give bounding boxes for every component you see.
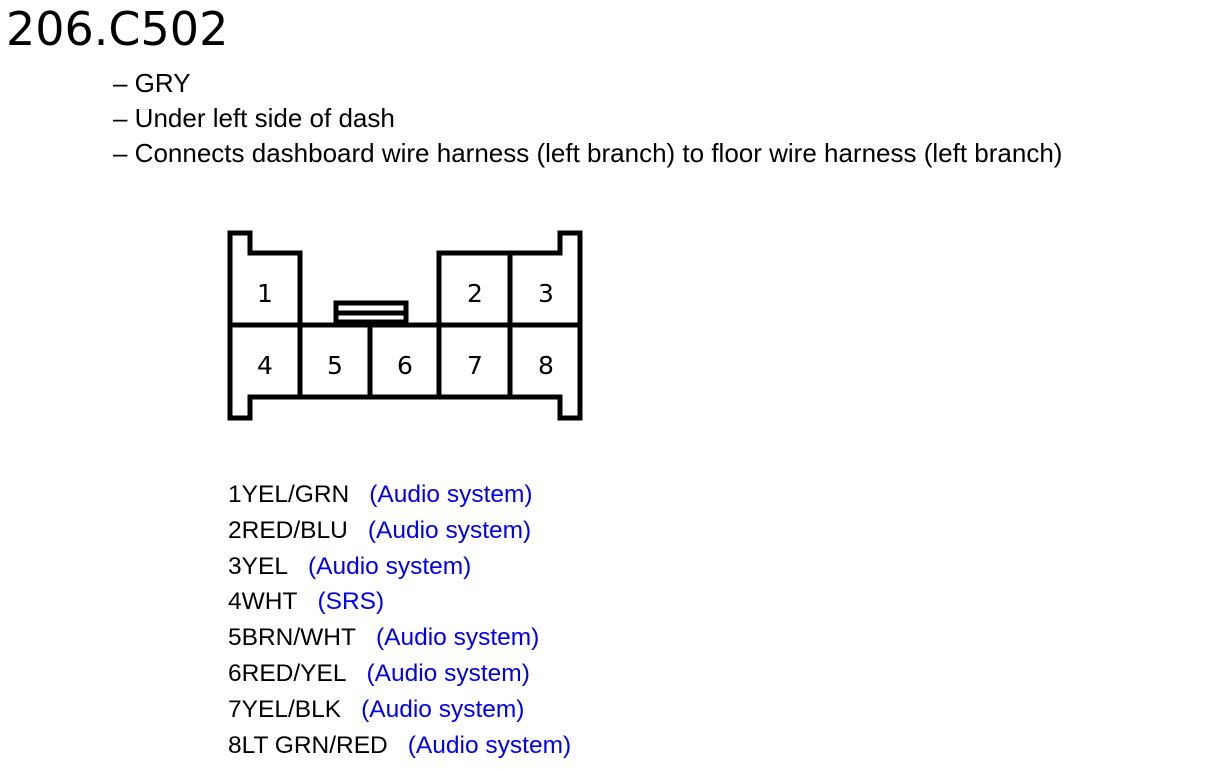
pin-row: 3YEL (Audio system) [228, 549, 571, 585]
pin-num: 6 [228, 659, 242, 687]
pin-number: 8 [538, 351, 554, 380]
pin-row: 8LT GRN/RED (Audio system) [228, 728, 571, 764]
pin-num: 7 [228, 695, 242, 723]
wire-color: WHT [241, 588, 298, 616]
wire-color: YEL [241, 552, 288, 580]
wire-color: RED/BLU [241, 516, 348, 544]
pin-num: 4 [228, 588, 242, 616]
detail-connection: – Connects dashboard wire harness (left … [113, 138, 1063, 168]
pin-num: 2 [228, 516, 242, 544]
pin-row: 7YEL/BLK (Audio system) [228, 692, 571, 728]
pin-row: 2RED/BLU (Audio system) [228, 513, 571, 549]
pin-num: 5 [228, 624, 242, 652]
pin-system: (Audio system) [366, 659, 530, 687]
connector-title: 206.C502 [6, 2, 229, 56]
pin-number: 7 [467, 351, 483, 380]
pin-number: 5 [327, 351, 343, 380]
wire-color: LT GRN/RED [241, 731, 388, 759]
pin-row: 4WHT (SRS) [228, 584, 571, 620]
pin-system: (Audio system) [307, 552, 472, 580]
wire-color: BRN/WHT [241, 624, 356, 652]
wire-color: RED/YEL [241, 659, 347, 687]
pin-num: 3 [228, 552, 242, 580]
pin-assignment-list: 1YEL/GRN (Audio system) 2RED/BLU (Audio sy… [228, 477, 571, 763]
pin-system: (Audio system) [407, 731, 572, 759]
pin-system: (Audio system) [367, 516, 532, 544]
connector-housing-outline [227, 230, 583, 421]
pin-row: 1YEL/GRN (Audio system) [228, 477, 571, 513]
detail-location: – Under left side of dash [113, 103, 395, 133]
pin-num: 1 [228, 481, 242, 508]
pin-number: 6 [397, 351, 413, 380]
pin-number: 3 [538, 279, 554, 308]
pin-system: (Audio system) [369, 481, 533, 508]
pin-row: 5BRN/WHT (Audio system) [228, 620, 571, 656]
pin-num: 8 [228, 731, 242, 759]
pin-system: (SRS) [317, 588, 385, 616]
pin-number: 1 [257, 279, 273, 308]
pin-row: 6RED/YEL (Audio system) [228, 656, 571, 692]
pin-system: (Audio system) [361, 695, 525, 723]
wire-color: YEL/BLK [241, 695, 342, 723]
wire-color: YEL/GRN [241, 481, 350, 508]
pin-number: 2 [467, 279, 483, 308]
connector-details: – GRY – Under left side of dash – Connec… [113, 66, 1062, 171]
pin-system: (Audio system) [375, 624, 540, 652]
detail-color: – GRY [113, 68, 191, 98]
pin-number: 4 [257, 351, 273, 380]
